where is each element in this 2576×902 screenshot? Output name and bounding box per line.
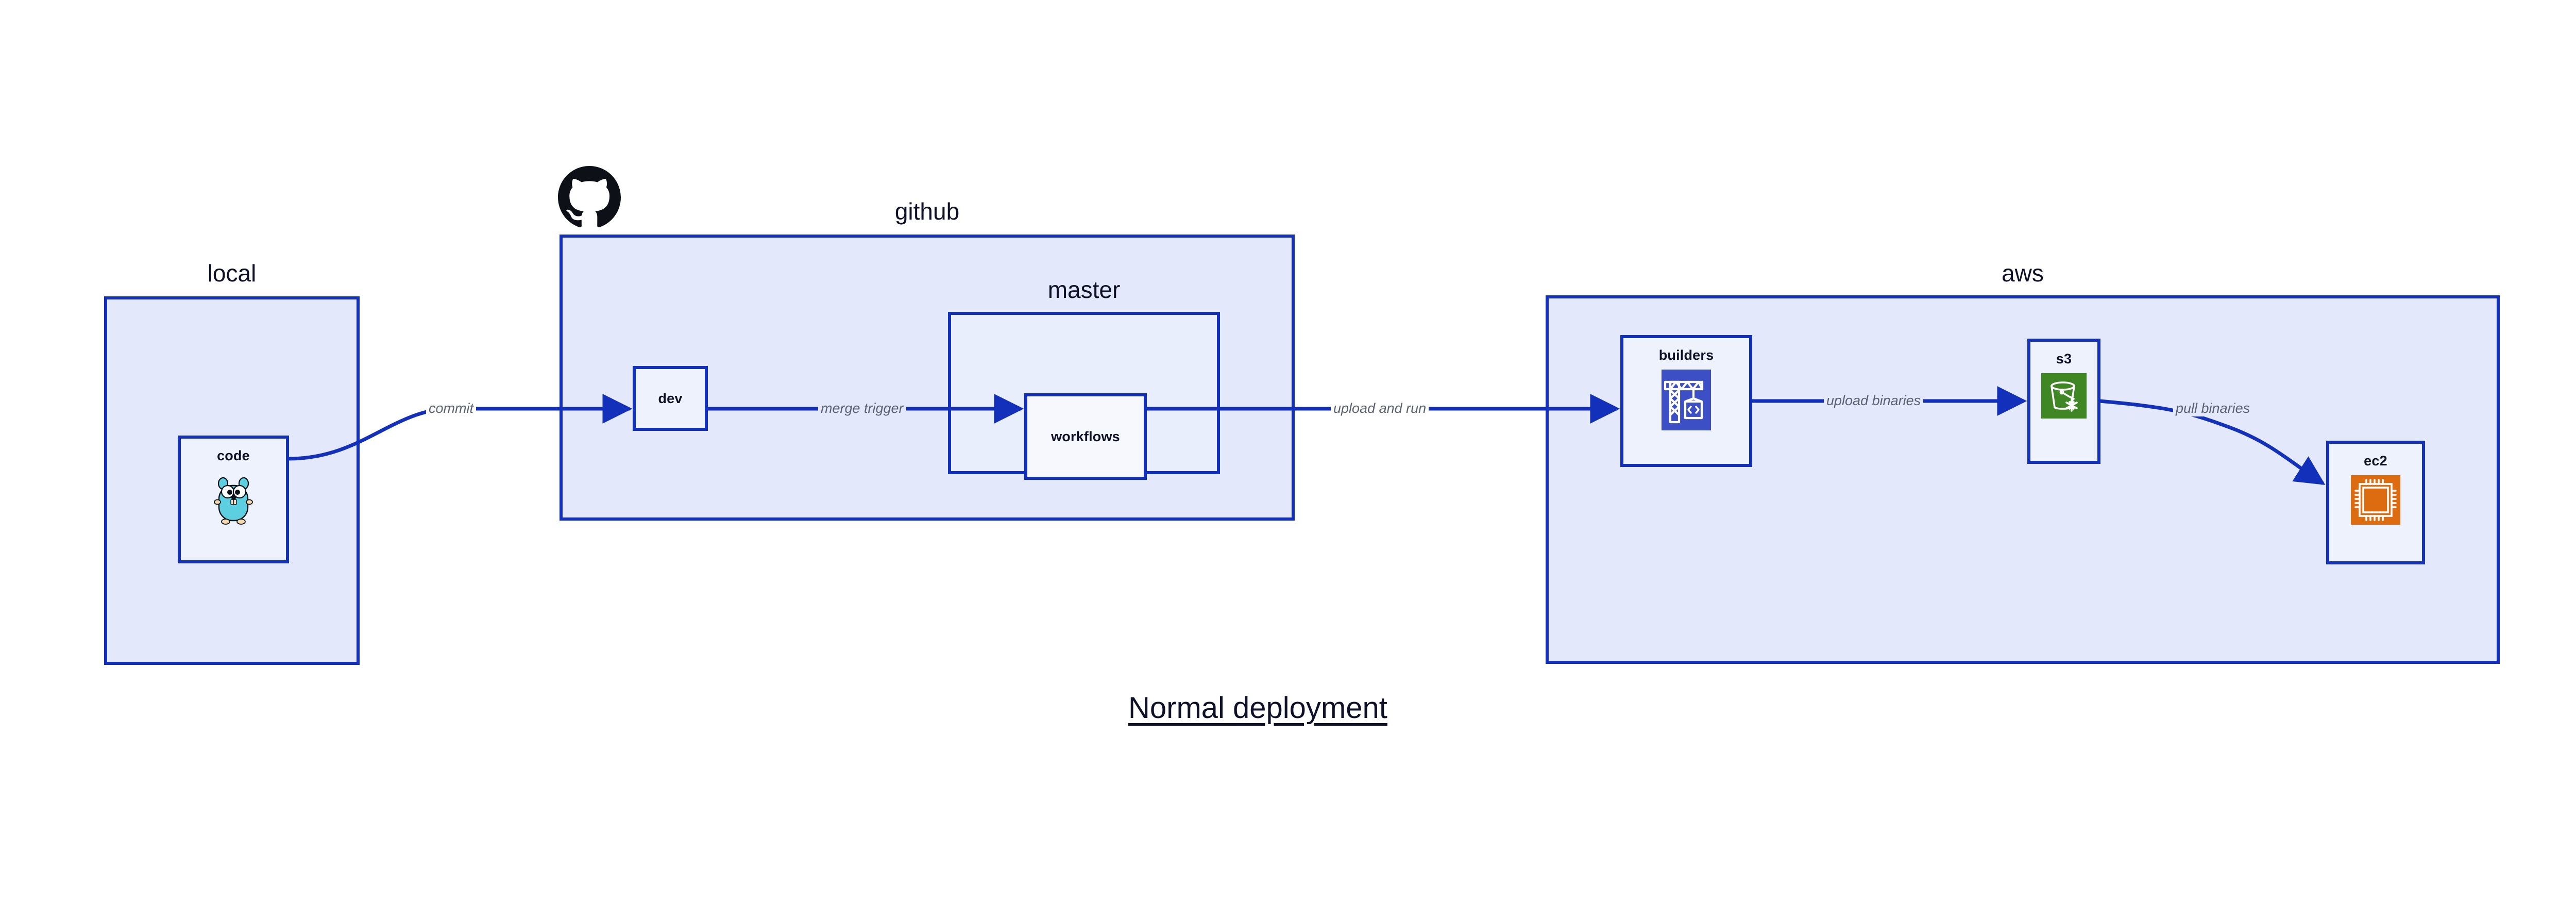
- node-workflows[interactable]: workflows: [1024, 393, 1147, 480]
- group-label-aws: aws: [2002, 260, 2044, 287]
- node-label-ec2: ec2: [2364, 453, 2387, 469]
- aws-codebuild-crane-icon: [1662, 370, 1711, 430]
- group-label-master: master: [1047, 276, 1121, 303]
- node-dev[interactable]: dev: [633, 366, 708, 431]
- github-octocat-logo: [558, 166, 621, 229]
- edge-label-pull-binaries: pull binaries: [2173, 400, 2253, 416]
- edge-label-upload-binaries: upload binaries: [1824, 393, 1924, 409]
- node-s3[interactable]: s3: [2027, 339, 2100, 464]
- go-gopher-icon: [210, 470, 257, 528]
- node-label-code: code: [217, 448, 250, 463]
- node-builders[interactable]: builders: [1620, 335, 1752, 467]
- aws-s3-glacier-bucket-icon: [2041, 373, 2087, 419]
- diagram-title: Normal deployment: [1128, 691, 1387, 725]
- aws-ec2-chip-icon: [2351, 475, 2400, 525]
- node-label-dev: dev: [658, 390, 683, 406]
- edge-label-commit: commit: [426, 400, 476, 416]
- node-ec2[interactable]: ec2: [2326, 441, 2425, 564]
- edge-label-upload-and-run: upload and run: [1331, 400, 1429, 416]
- group-label-github: github: [894, 198, 960, 225]
- node-label-workflows: workflows: [1051, 428, 1120, 444]
- node-label-builders: builders: [1658, 347, 1714, 363]
- node-label-s3: s3: [2056, 351, 2072, 366]
- node-code[interactable]: code: [178, 436, 289, 563]
- edge-label-merge-trigger: merge trigger: [818, 400, 906, 416]
- group-label-local: local: [207, 260, 257, 287]
